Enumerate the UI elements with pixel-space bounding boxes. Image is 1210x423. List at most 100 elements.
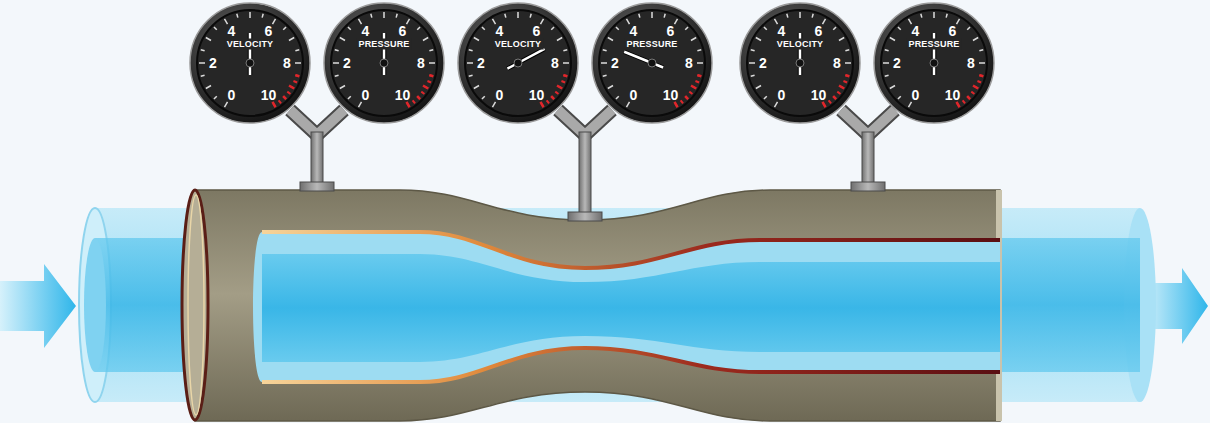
red-zone bbox=[971, 92, 974, 94]
gauge-tick bbox=[283, 96, 286, 99]
gauge-tick bbox=[627, 19, 630, 24]
gauge-stem bbox=[290, 110, 344, 191]
red-zone bbox=[291, 87, 294, 89]
gauge-face bbox=[197, 10, 303, 116]
gauge-tick bbox=[833, 27, 836, 30]
red-zone bbox=[975, 87, 978, 89]
gauge-tick bbox=[541, 19, 544, 24]
gauge-dial bbox=[322, 1, 446, 125]
scale-number: 8 bbox=[685, 56, 693, 70]
gauge-tick bbox=[933, 12, 935, 18]
gauge-needle bbox=[507, 49, 544, 69]
red-zone bbox=[425, 87, 428, 89]
pressure-gauge: VELOCITY0246810 bbox=[188, 1, 312, 125]
gauge-bezel bbox=[458, 3, 578, 123]
red-zone bbox=[979, 75, 983, 76]
gauge-face bbox=[599, 10, 705, 116]
gauge-tick bbox=[691, 38, 696, 41]
gauge-tick bbox=[898, 27, 901, 30]
red-zone bbox=[421, 92, 424, 94]
red-zone bbox=[274, 104, 276, 107]
gauge-tick bbox=[340, 86, 345, 89]
gauge-tick bbox=[551, 96, 554, 99]
gauge-tick bbox=[639, 14, 640, 18]
gauge-tick bbox=[429, 75, 433, 76]
gauge-tick bbox=[423, 86, 428, 89]
gauge-tick bbox=[756, 38, 761, 41]
red-zone bbox=[841, 87, 844, 89]
gauge-tick bbox=[775, 102, 778, 107]
gauge-tick bbox=[206, 86, 211, 89]
needle-hub bbox=[796, 59, 804, 67]
cutaway-fluid bbox=[253, 232, 1000, 382]
gauge-tick bbox=[493, 19, 496, 24]
gauge-dial bbox=[738, 1, 862, 125]
gauge-tick bbox=[685, 96, 688, 99]
red-zone bbox=[695, 81, 699, 83]
gauge-tick bbox=[371, 14, 372, 18]
scale-number: 2 bbox=[343, 56, 351, 70]
red-zone bbox=[563, 75, 567, 76]
gauge-label: PRESSURE bbox=[624, 39, 679, 50]
venturi-body bbox=[195, 190, 1000, 421]
gauge-tick bbox=[979, 75, 983, 76]
gauge-tick bbox=[973, 86, 978, 89]
gauge-tick bbox=[839, 38, 844, 41]
red-zone bbox=[559, 87, 562, 89]
gauge-tick bbox=[505, 14, 506, 18]
gauge-tick bbox=[845, 75, 849, 76]
scale-number: 2 bbox=[611, 56, 619, 70]
gauge-dial bbox=[188, 1, 312, 125]
red-zone bbox=[693, 87, 696, 89]
gauge-tick bbox=[909, 19, 912, 24]
gauge-label: VELOCITY bbox=[225, 39, 276, 50]
scale-number: 0 bbox=[496, 88, 504, 102]
gauge-tick bbox=[839, 86, 844, 89]
stem-fork bbox=[290, 110, 344, 135]
red-zone bbox=[551, 96, 554, 99]
gauge-tick bbox=[697, 75, 701, 76]
gauge-tick bbox=[651, 12, 653, 18]
gauge-label: VELOCITY bbox=[775, 39, 826, 50]
gauge-tick bbox=[608, 86, 613, 89]
gauge-tick bbox=[295, 62, 301, 64]
gauge-tick bbox=[697, 50, 701, 51]
red-zone bbox=[833, 96, 836, 99]
gauge-stem bbox=[558, 110, 612, 221]
needle-shadow bbox=[507, 49, 544, 69]
gauge-tick bbox=[482, 96, 485, 99]
red-zone bbox=[824, 104, 826, 107]
red-zone bbox=[287, 92, 290, 94]
gauge-tick bbox=[775, 19, 778, 24]
scale-number: 4 bbox=[362, 24, 370, 38]
gauge-tick bbox=[833, 96, 836, 99]
stem-pipe bbox=[579, 132, 591, 214]
gauge-tick bbox=[691, 86, 696, 89]
needle-hub bbox=[930, 59, 938, 67]
gauge-tick bbox=[799, 12, 801, 18]
red-zone bbox=[843, 81, 847, 83]
scale-number: 8 bbox=[967, 56, 975, 70]
gauge-tick bbox=[764, 96, 767, 99]
gauge-tick bbox=[608, 38, 613, 41]
red-zone bbox=[829, 100, 831, 103]
gauge-tick bbox=[616, 96, 619, 99]
gauge-tick bbox=[603, 50, 607, 51]
stem-base bbox=[300, 182, 334, 191]
gauge-tick bbox=[812, 14, 813, 18]
scale-number: 8 bbox=[283, 56, 291, 70]
stem-fork bbox=[558, 110, 612, 135]
gauge-tick bbox=[201, 75, 205, 76]
gauge-tick bbox=[885, 50, 889, 51]
stem-fork bbox=[558, 110, 612, 135]
gauge-dial bbox=[590, 1, 714, 125]
gauge-tick bbox=[967, 27, 970, 30]
pressure-gauge: PRESSURE0246810 bbox=[872, 1, 996, 125]
scale-number: 10 bbox=[529, 88, 545, 102]
scale-number: 6 bbox=[815, 24, 823, 38]
pressure-gauge: PRESSURE0246810 bbox=[322, 1, 446, 125]
gauge-tick bbox=[764, 27, 767, 30]
gauge-bezel bbox=[592, 3, 712, 123]
